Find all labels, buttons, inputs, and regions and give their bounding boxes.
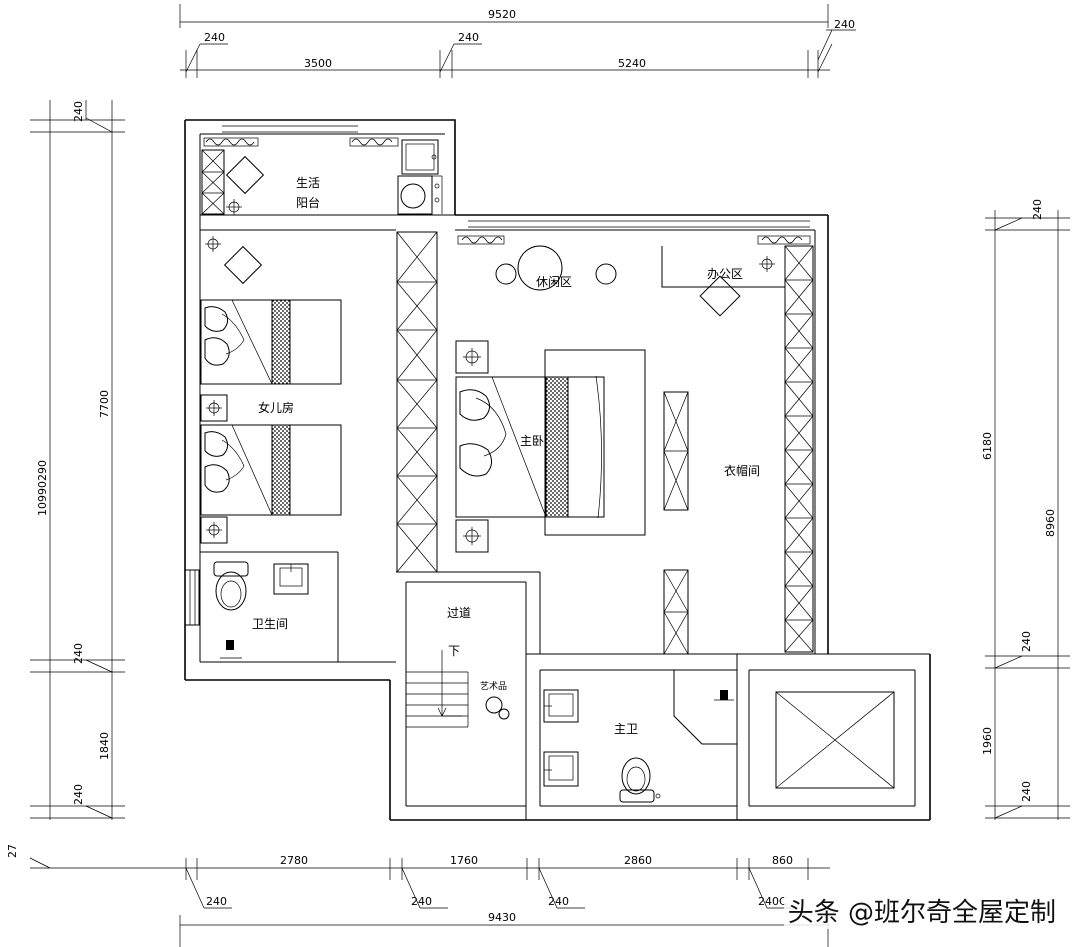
nightstands-daughter bbox=[200, 394, 228, 544]
office-desk bbox=[661, 246, 785, 288]
laundry-sink bbox=[401, 139, 439, 175]
basin-daughter bbox=[273, 563, 309, 595]
dim-top-240-b: 240 bbox=[458, 31, 479, 44]
staircase bbox=[406, 650, 469, 728]
balcony-chair bbox=[225, 155, 265, 195]
dim-bottom-240-c: 240 bbox=[548, 895, 569, 908]
dim-top-5240: 5240 bbox=[618, 57, 646, 70]
washing-machine bbox=[397, 175, 443, 215]
label-living-balcony-2: 阳台 bbox=[296, 195, 320, 210]
dim-right-6180: 6180 bbox=[981, 432, 994, 460]
label-master-bath: 主卫 bbox=[614, 722, 638, 736]
dim-right-240-top: 240 bbox=[1031, 199, 1044, 220]
dim-left-7700: 7700 bbox=[98, 390, 111, 418]
art-piece bbox=[485, 696, 510, 720]
elevator-shaft bbox=[775, 691, 895, 789]
label-daughter-room: 女儿房 bbox=[258, 400, 294, 415]
toilet-master bbox=[619, 757, 661, 803]
label-leisure-area: 休闲区 bbox=[536, 275, 572, 289]
cabinet-right-wall bbox=[784, 245, 814, 653]
watermark-text: 头条 @班尔奇全屋定制 bbox=[783, 892, 1060, 929]
dim-corner-27: 27 bbox=[6, 844, 19, 858]
label-artwork: 艺术品 bbox=[480, 680, 507, 692]
dim-top-total: 9520 bbox=[488, 8, 516, 21]
dim-top-240-right: 240 bbox=[834, 18, 855, 31]
label-living-balcony-1: 生活 bbox=[296, 176, 320, 190]
dim-right-1960: 1960 bbox=[981, 727, 994, 755]
label-master-bedroom: 主卧 bbox=[520, 434, 544, 448]
dim-left-240-top: 240 bbox=[72, 101, 85, 122]
daughter-bed-top bbox=[200, 299, 342, 385]
dim-bottom-240-d: 240C bbox=[758, 895, 787, 908]
dim-bottom-2860: 2860 bbox=[624, 854, 652, 867]
toilet-daughter bbox=[213, 561, 249, 611]
dim-left-240-bottom: 240 bbox=[72, 784, 85, 805]
dim-top-240-a: 240 bbox=[204, 31, 225, 44]
office-chair bbox=[699, 275, 741, 317]
label-corridor: 过道 bbox=[447, 606, 471, 620]
dim-right-240-bottom: 240 bbox=[1020, 781, 1033, 802]
dim-bottom-2780: 2780 bbox=[280, 854, 308, 867]
label-bathroom: 卫生间 bbox=[252, 617, 288, 631]
dim-bottom-860: 860 bbox=[772, 854, 793, 867]
dim-right-8960: 8960 bbox=[1044, 509, 1057, 537]
leisure-table bbox=[495, 245, 617, 291]
basins-master bbox=[543, 689, 579, 787]
dim-bottom-240-a: 240 bbox=[206, 895, 227, 908]
dim-bottom-total: 9430 bbox=[488, 911, 516, 924]
label-walk-in-closet: 衣帽间 bbox=[724, 463, 760, 478]
label-stairs-down: 下 bbox=[448, 644, 460, 658]
cabinet-center-column bbox=[396, 231, 438, 573]
ceiling-lights bbox=[205, 199, 775, 272]
closet-island-cabinets bbox=[663, 391, 689, 655]
dim-bottom-240-b: 240 bbox=[411, 895, 432, 908]
daughter-room-chair bbox=[223, 245, 263, 285]
label-office-area: 办公区 bbox=[707, 266, 743, 281]
dim-left-overall: 10990290 bbox=[36, 460, 49, 516]
dim-top-3500: 3500 bbox=[304, 57, 332, 70]
walls bbox=[184, 119, 931, 821]
master-bed bbox=[455, 340, 646, 553]
cabinet-balcony bbox=[201, 149, 225, 215]
dimension-lines bbox=[29, 4, 1070, 947]
daughter-bed-bottom bbox=[200, 424, 342, 516]
dim-right-240-mid: 240 bbox=[1020, 631, 1033, 652]
curtains bbox=[203, 137, 811, 245]
dim-left-1840: 1840 bbox=[98, 732, 111, 760]
dim-left-240-mid: 240 bbox=[72, 643, 85, 664]
shower-daughter bbox=[220, 640, 242, 659]
shower-master bbox=[673, 670, 737, 745]
dim-bottom-1760: 1760 bbox=[450, 854, 478, 867]
